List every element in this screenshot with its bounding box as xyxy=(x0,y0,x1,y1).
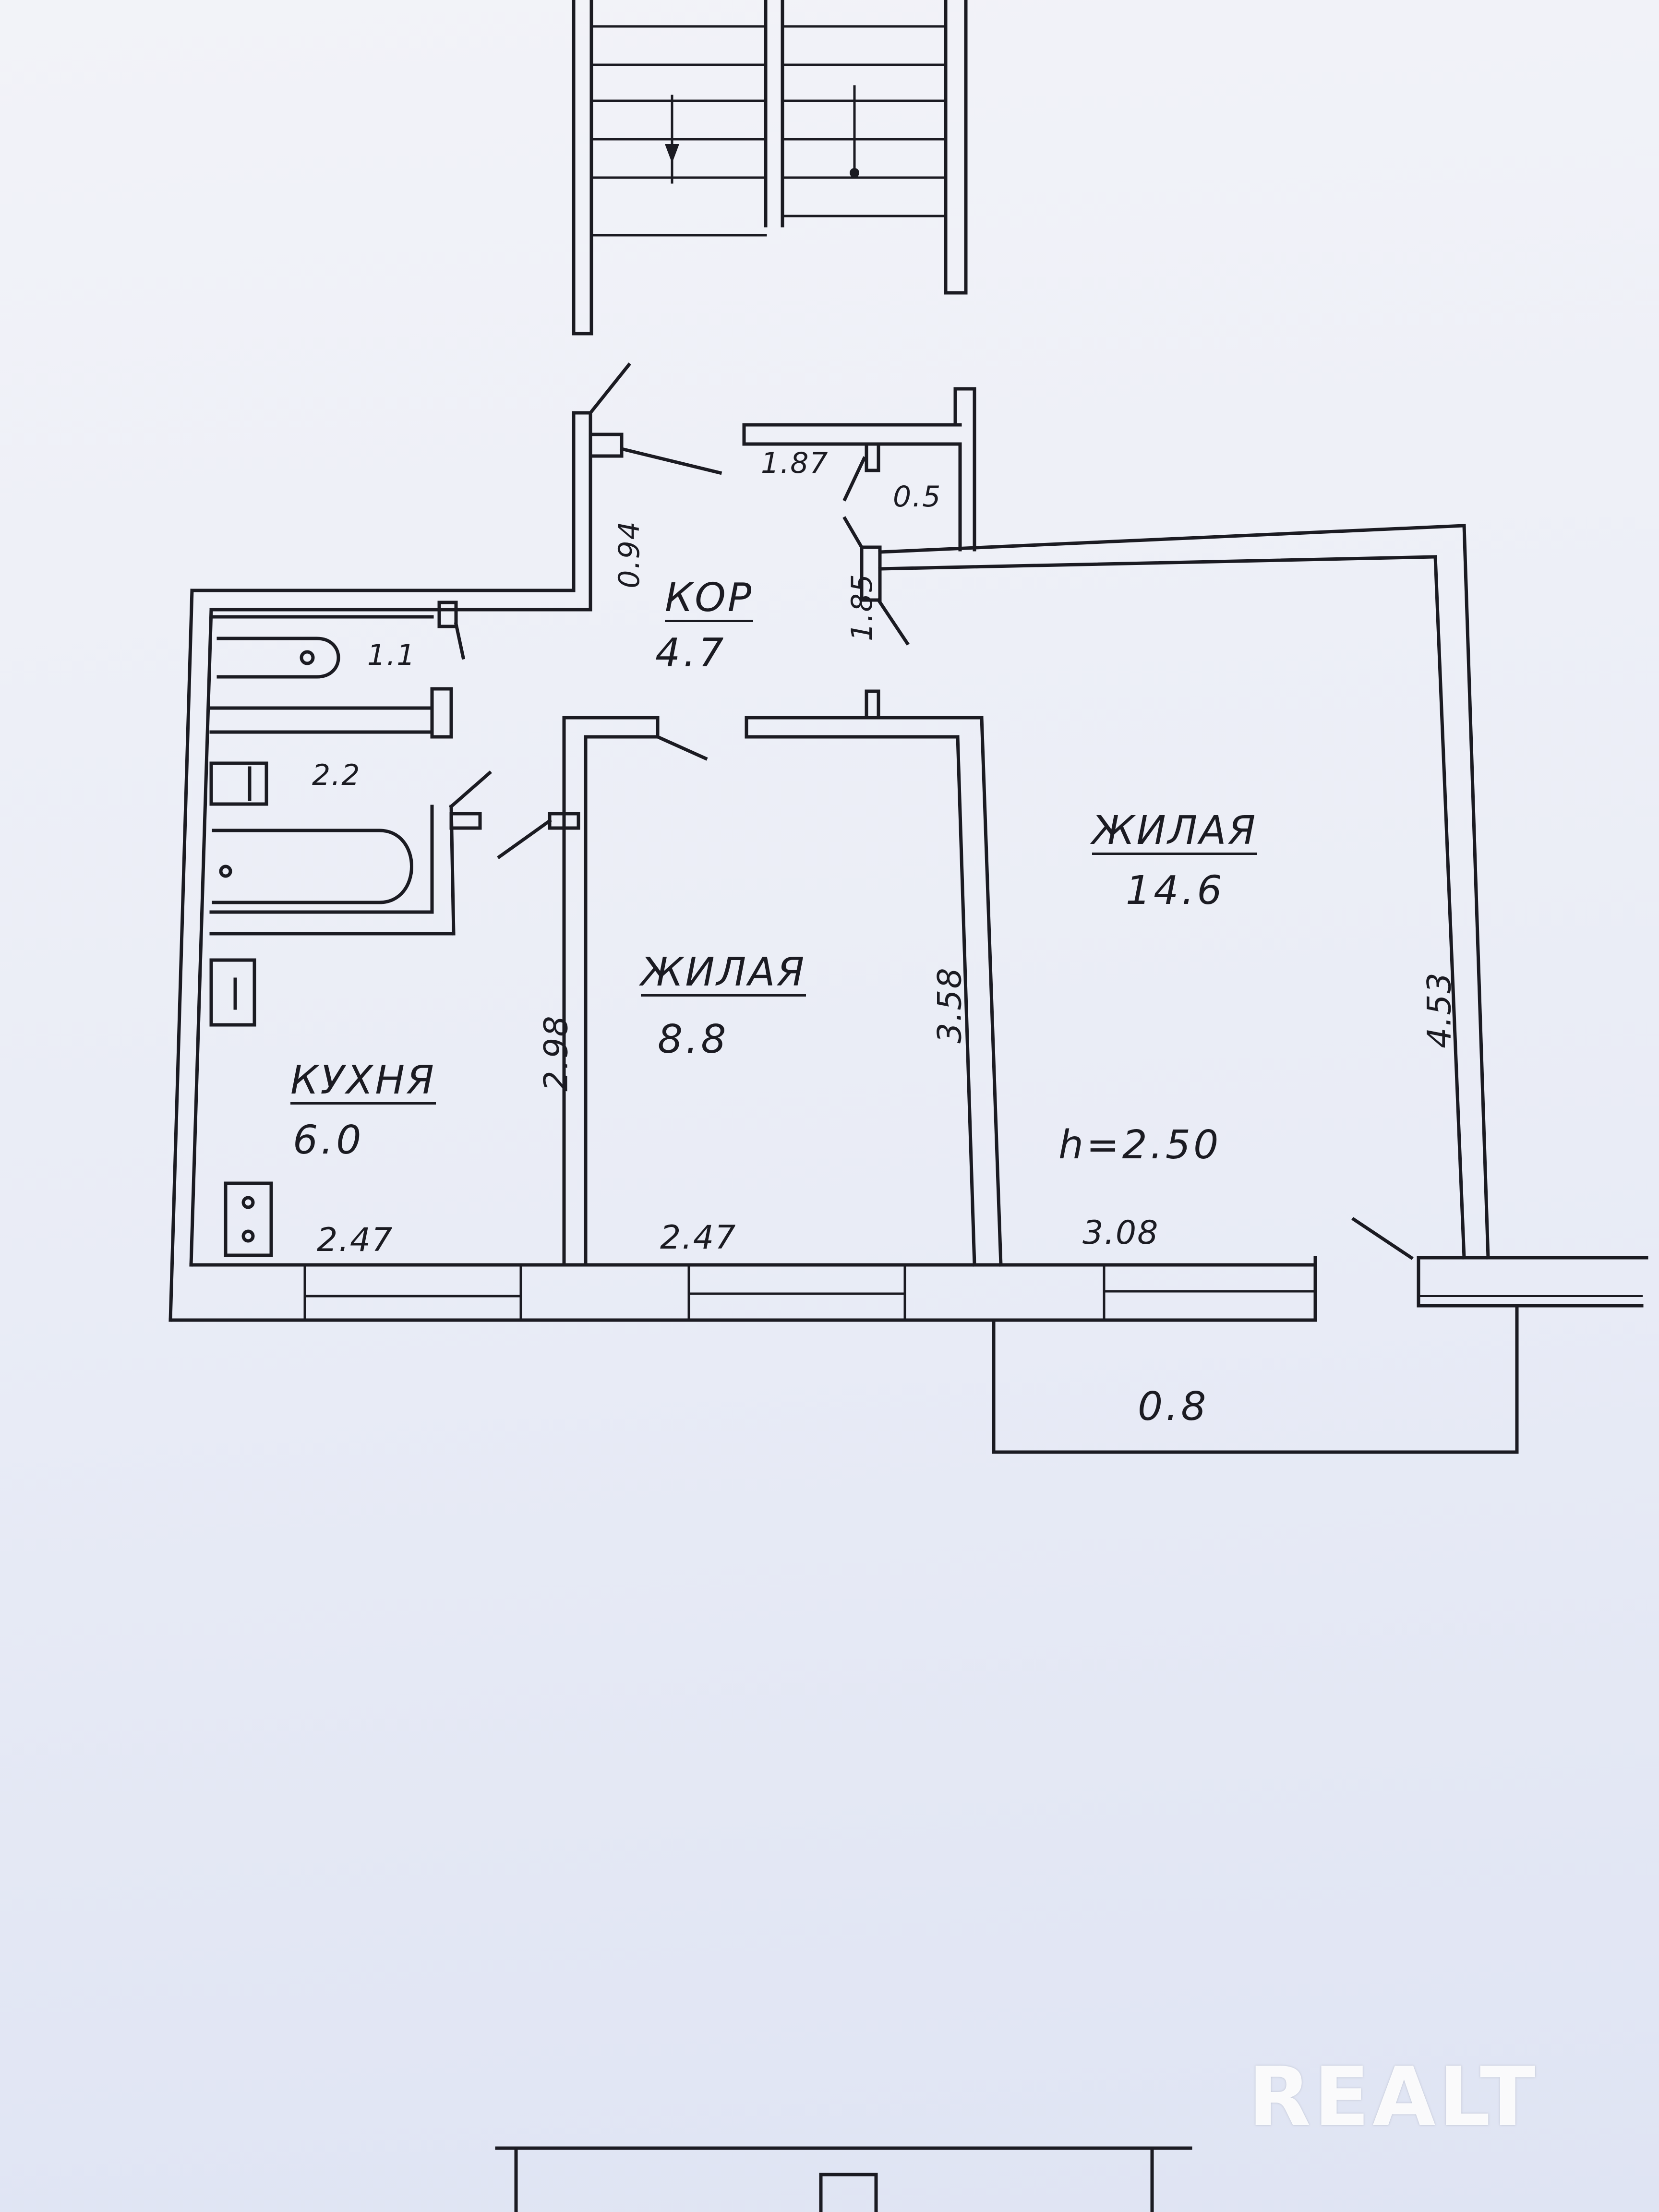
balcony xyxy=(992,1304,1519,1454)
outer-walls xyxy=(168,524,1648,1322)
living-large-name-label: ЖИЛАЯ xyxy=(1092,811,1258,855)
balcony-depth-dim: 0.8 xyxy=(1138,1384,1209,1430)
staircase xyxy=(572,0,968,336)
large-room-width-dim: 3.08 xyxy=(1082,1214,1159,1252)
corridor-width-dim: 1.87 xyxy=(761,446,829,480)
windows xyxy=(303,1263,1317,1322)
stove xyxy=(224,1181,273,1257)
wc-area-dim: 1.1 xyxy=(367,638,416,672)
corridor-name-label: КОР xyxy=(665,578,754,622)
ceiling-height-label: h=2.50 xyxy=(1058,1122,1222,1168)
small-room-width-dim: 2.47 xyxy=(660,1219,737,1257)
closet-depth-dim: 0.5 xyxy=(893,480,942,514)
corridor-area-label: 4.7 xyxy=(655,630,727,676)
living-small-area-label: 8.8 xyxy=(658,1017,729,1062)
partitions xyxy=(562,689,1003,1267)
large-room-height-dim: 4.53 xyxy=(1420,972,1459,1048)
bathroom-block xyxy=(209,601,580,1027)
living-large-area-label: 14.6 xyxy=(1126,868,1225,914)
kitchen-name-label: КУХНЯ xyxy=(290,1061,436,1105)
neighbour-plan-fragment xyxy=(495,2146,1192,2212)
corridor-left-dim: 0.94 xyxy=(612,520,646,589)
small-room-height-dim: 3.58 xyxy=(931,967,969,1044)
bath-area-dim: 2.2 xyxy=(312,758,361,792)
realt-watermark-logo: REALT xyxy=(1248,2050,1539,2145)
entrance-walls xyxy=(572,362,976,646)
kitchen-height-dim: 2.98 xyxy=(537,1015,576,1092)
corridor-right-dim: 1.85 xyxy=(845,573,879,641)
kitchen-area-label: 6.0 xyxy=(293,1118,364,1163)
kitchen-width-dim: 2.47 xyxy=(317,1221,394,1259)
living-small-name-label: ЖИЛАЯ xyxy=(641,953,806,997)
